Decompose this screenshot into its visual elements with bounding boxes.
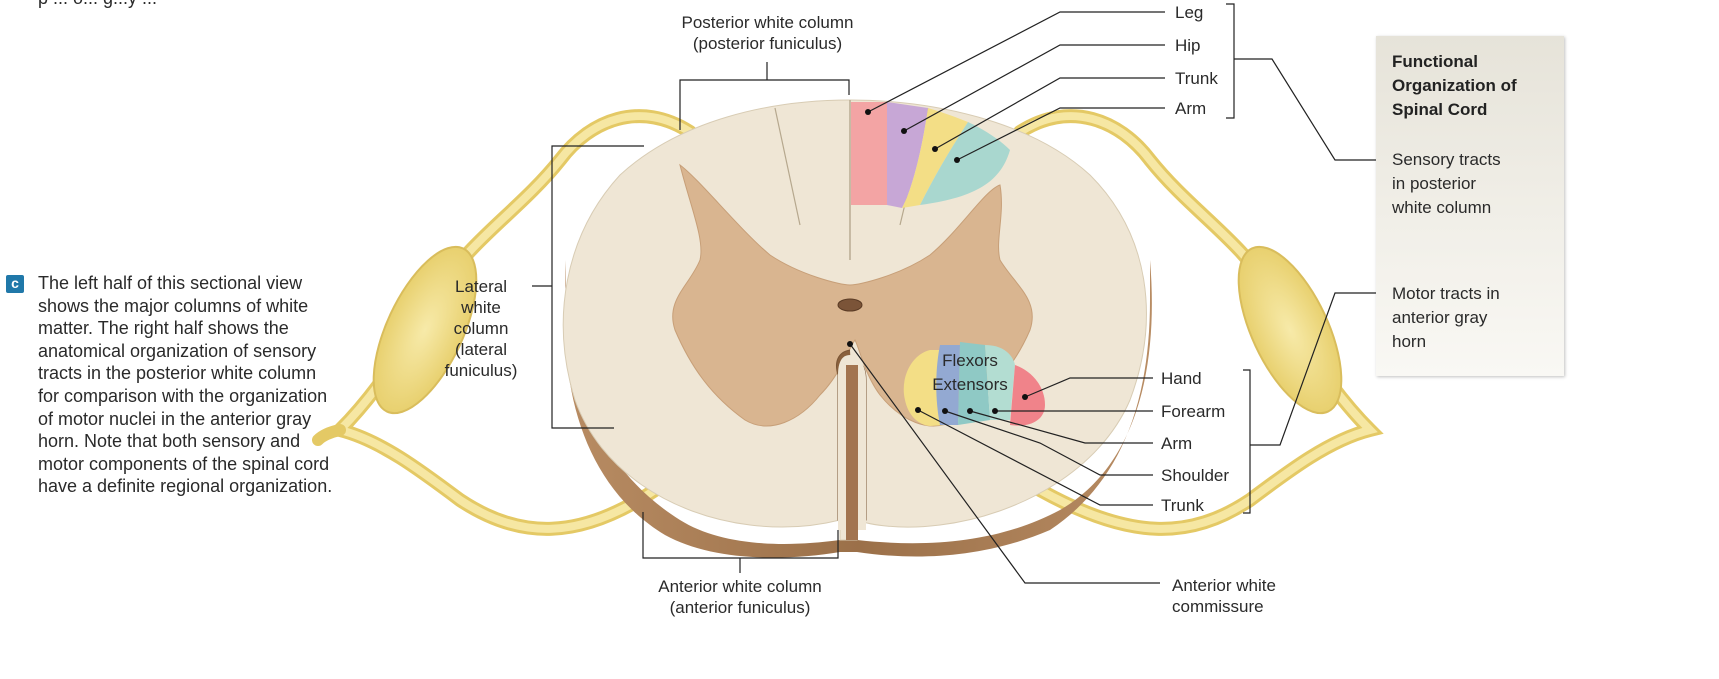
panel-title: Functional Organization of Spinal Cord [1392, 50, 1557, 122]
figure-caption: The left half of this sectional view sho… [38, 272, 338, 498]
label-extensors: Extensors [915, 374, 1025, 395]
panel-sensory-text: Sensory tracts in posterior white column [1392, 148, 1501, 220]
clipped-text-line: p ... o... g...y ... [38, 0, 157, 9]
label-motor-shoulder: Shoulder [1161, 465, 1229, 486]
label-lateral-white-column: Lateral white column (lateral funiculus) [436, 276, 526, 381]
label-motor-hand: Hand [1161, 368, 1202, 389]
label-motor-trunk: Trunk [1161, 495, 1204, 516]
label-anterior-white-column: Anterior white column (anterior funiculu… [615, 576, 865, 618]
central-canal [838, 299, 862, 311]
label-flexors: Flexors [920, 350, 1020, 371]
label-sensory-arm: Arm [1175, 98, 1206, 119]
label-sensory-hip: Hip [1175, 35, 1201, 56]
label-motor-arm: Arm [1161, 433, 1192, 454]
panel-letter-badge: c [6, 275, 24, 293]
label-posterior-white-column: Posterior white column (posterior funicu… [640, 12, 895, 54]
label-motor-forearm: Forearm [1161, 401, 1225, 422]
label-anterior-white-commissure: Anterior white commissure [1172, 575, 1276, 617]
panel-motor-text: Motor tracts in anterior gray horn [1392, 282, 1500, 354]
label-sensory-leg: Leg [1175, 2, 1203, 23]
functional-organization-panel: Functional Organization of Spinal Cord S… [1376, 36, 1564, 376]
zone-leg [851, 102, 887, 205]
label-sensory-trunk: Trunk [1175, 68, 1218, 89]
